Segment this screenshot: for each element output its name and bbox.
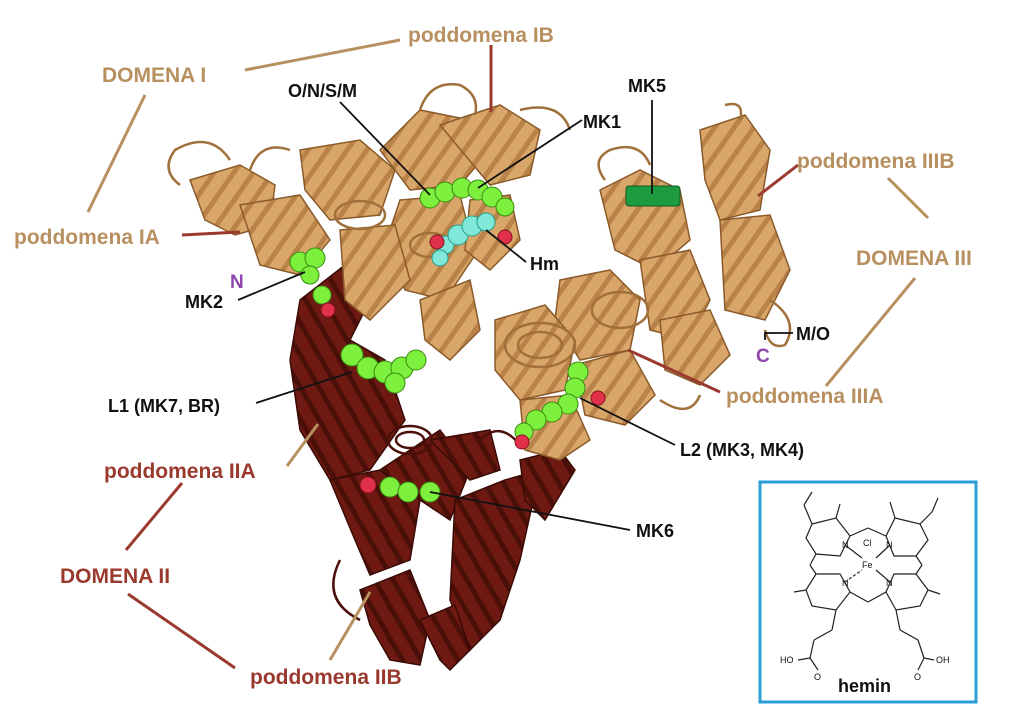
hemin-atom-oh: OH <box>936 655 950 665</box>
ligand-hm <box>429 212 513 267</box>
hemin-atom-o-right: O <box>914 672 921 682</box>
hemin-atom-fe: Fe <box>862 560 873 570</box>
label-l1: L1 (MK7, BR) <box>108 396 220 416</box>
label-poddomena-iia: poddomena IIA <box>104 460 256 483</box>
leader-lines-tan <box>86 38 930 661</box>
label-poddomena-iiia: poddomena IIIA <box>726 385 884 408</box>
label-mk5: MK5 <box>628 76 666 96</box>
domain-iii-coils <box>503 102 792 410</box>
ligand-l1 <box>340 343 427 394</box>
ligand-mk5 <box>625 185 681 207</box>
label-l2: L2 (MK3, MK4) <box>680 440 804 460</box>
hemin-atom-n4: N <box>886 578 893 588</box>
hemin-caption: hemin <box>838 676 891 696</box>
ligand-mk2 <box>289 247 336 318</box>
label-poddomena-iiib: poddomena IIIB <box>797 150 955 173</box>
hemin-atom-o-left: O <box>814 672 821 682</box>
hemin-structure <box>793 491 941 671</box>
hemin-inset: Cl Fe N N N N HO O OH O hemin <box>758 480 978 704</box>
ligand-mk6 <box>359 476 441 503</box>
label-poddomena-ib: poddomena IB <box>408 24 554 47</box>
label-poddomena-iib: poddomena IIB <box>250 666 402 689</box>
leader-lines-black <box>237 100 793 531</box>
domain-ii-ribbon <box>289 263 576 672</box>
hemin-inset-frame <box>758 480 978 704</box>
leader-lines-red <box>124 45 799 670</box>
label-mk6: MK6 <box>636 521 674 541</box>
label-domena-iii: DOMENA III <box>856 247 972 270</box>
domain-i-ribbon <box>189 104 541 362</box>
label-domena-i: DOMENA I <box>102 64 206 87</box>
label-c-terminus: C <box>756 346 770 367</box>
label-mk2: MK2 <box>185 292 223 312</box>
hemin-atom-cl: Cl <box>863 538 872 548</box>
label-hm: Hm <box>530 254 559 274</box>
hemin-atom-ho: HO <box>780 655 794 665</box>
label-onsm: O/N/S/M <box>288 81 357 101</box>
label-poddomena-ia: poddomena IA <box>14 226 160 249</box>
label-domena-ii: DOMENA II <box>60 565 170 588</box>
hemin-atom-n3: N <box>842 578 849 588</box>
hemin-atom-n2: N <box>886 540 893 550</box>
label-mo: M/O <box>796 324 830 344</box>
domain-iii-ribbon <box>494 114 791 461</box>
hemin-atom-n1: N <box>842 540 849 550</box>
ligand-l2 <box>514 361 606 450</box>
label-n-terminus: N <box>230 272 244 293</box>
label-mk1: MK1 <box>583 112 621 132</box>
